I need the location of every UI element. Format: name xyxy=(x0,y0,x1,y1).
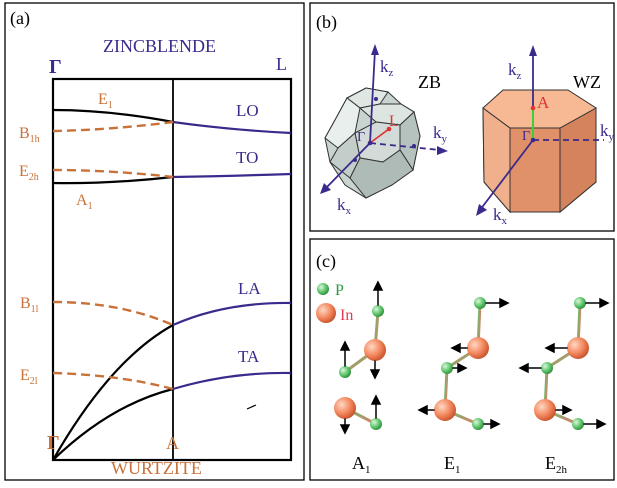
panel-b-frame xyxy=(309,2,615,232)
zb-ky-axis xyxy=(369,142,441,151)
panel-c: (c) P In A1 xyxy=(309,238,615,481)
b1l-label: B1l xyxy=(20,295,39,315)
small-mark xyxy=(246,404,257,410)
wurtzite-title: WURTZITE xyxy=(111,458,202,478)
zb-side-dot xyxy=(412,144,416,148)
panel-a: (a) ZINCBLENDE Γ L LO TO LA TA E1 B1h E2… xyxy=(4,2,305,481)
panel-a-tag: (a) xyxy=(10,8,30,29)
to-label: TO xyxy=(236,148,258,167)
b1h-branch xyxy=(52,120,174,133)
to-branch xyxy=(172,172,292,179)
a-bottom-label: A xyxy=(166,433,179,453)
zb-kx-label: kx xyxy=(337,195,352,217)
a1-label: A1 xyxy=(76,192,93,212)
panel-b-tag: (b) xyxy=(316,12,337,33)
e2h-mode-label: E2h xyxy=(545,453,568,476)
wz-brillouin-zone xyxy=(482,89,597,214)
wz-label: WZ xyxy=(573,72,601,92)
wz-kx-label: kx xyxy=(493,205,508,227)
panel-a-frame xyxy=(4,2,305,481)
panel-c-frame xyxy=(309,238,615,481)
l-top-label: L xyxy=(276,54,287,74)
b1l-branch xyxy=(52,300,174,327)
in-legend-label: In xyxy=(340,307,353,324)
ta-folded-branch xyxy=(52,387,174,461)
zb-ky-label: ky xyxy=(433,123,448,145)
gamma-bottom-label: Γ xyxy=(47,432,60,454)
ta-label: TA xyxy=(238,347,260,366)
zb-l-point xyxy=(386,126,392,132)
gamma-top-label: Γ xyxy=(49,56,62,78)
a1-chain xyxy=(334,280,386,435)
zb-brillouin-zone xyxy=(324,87,421,199)
la-folded-branch xyxy=(52,324,174,461)
wz-kx-axis xyxy=(479,139,534,211)
p-atom-legend xyxy=(317,283,329,295)
wz-gamma-point xyxy=(530,137,536,143)
zb-ky-arrowhead xyxy=(437,146,448,155)
wz-a-point xyxy=(530,105,536,111)
e1-branch xyxy=(52,108,174,124)
dispersion-plot-frame xyxy=(51,77,293,462)
zb-label: ZB xyxy=(418,72,441,92)
e1-mode-label: E1 xyxy=(444,453,461,476)
ta-branch xyxy=(172,371,292,391)
a1-branch xyxy=(52,175,174,185)
la-branch xyxy=(172,301,292,327)
zb-kx-arrowhead xyxy=(320,183,331,194)
in-atom-legend xyxy=(316,303,336,323)
zb-kz-arrowhead xyxy=(371,44,379,55)
p-legend-label: P xyxy=(335,282,344,299)
zb-gamma-point xyxy=(367,140,373,146)
wz-kx-arrowhead xyxy=(476,204,487,216)
zb-gamma-label: Γ xyxy=(357,130,365,145)
zb-kz-axis xyxy=(369,49,376,144)
e2l-label: E2l xyxy=(20,367,38,387)
lo-label: LO xyxy=(236,101,259,120)
zb-kx-axis xyxy=(325,142,371,189)
la-label: LA xyxy=(238,279,261,298)
wz-kz-label: kz xyxy=(508,60,522,82)
e1-label: E1 xyxy=(98,91,113,111)
a1-mode-label: A1 xyxy=(352,453,371,476)
wz-ky-label: ky xyxy=(600,121,615,143)
lo-branch xyxy=(172,120,292,135)
wz-a-label: A xyxy=(537,93,550,112)
b1h-label: B1h xyxy=(19,125,40,145)
wz-gamma-label: Γ xyxy=(522,129,530,144)
e2h-chain xyxy=(518,297,610,430)
wz-kz-arrowhead xyxy=(529,45,537,56)
zb-l-label: L xyxy=(389,113,399,130)
e2h-branch xyxy=(52,168,174,179)
e1-chain xyxy=(417,297,510,430)
panel-c-tag: (c) xyxy=(316,251,336,272)
zb-top-dot xyxy=(374,97,378,101)
zincblende-title: ZINCBLENDE xyxy=(103,36,216,56)
zb-front-dot xyxy=(353,158,357,162)
e2l-branch xyxy=(52,371,174,391)
panel-b: (b) kz ky kx Γ L ZB xyxy=(309,2,615,232)
zb-kz-label: kz xyxy=(380,57,394,79)
zb-gamma-l-line xyxy=(369,128,390,144)
e2h-label: E2h xyxy=(19,163,39,183)
